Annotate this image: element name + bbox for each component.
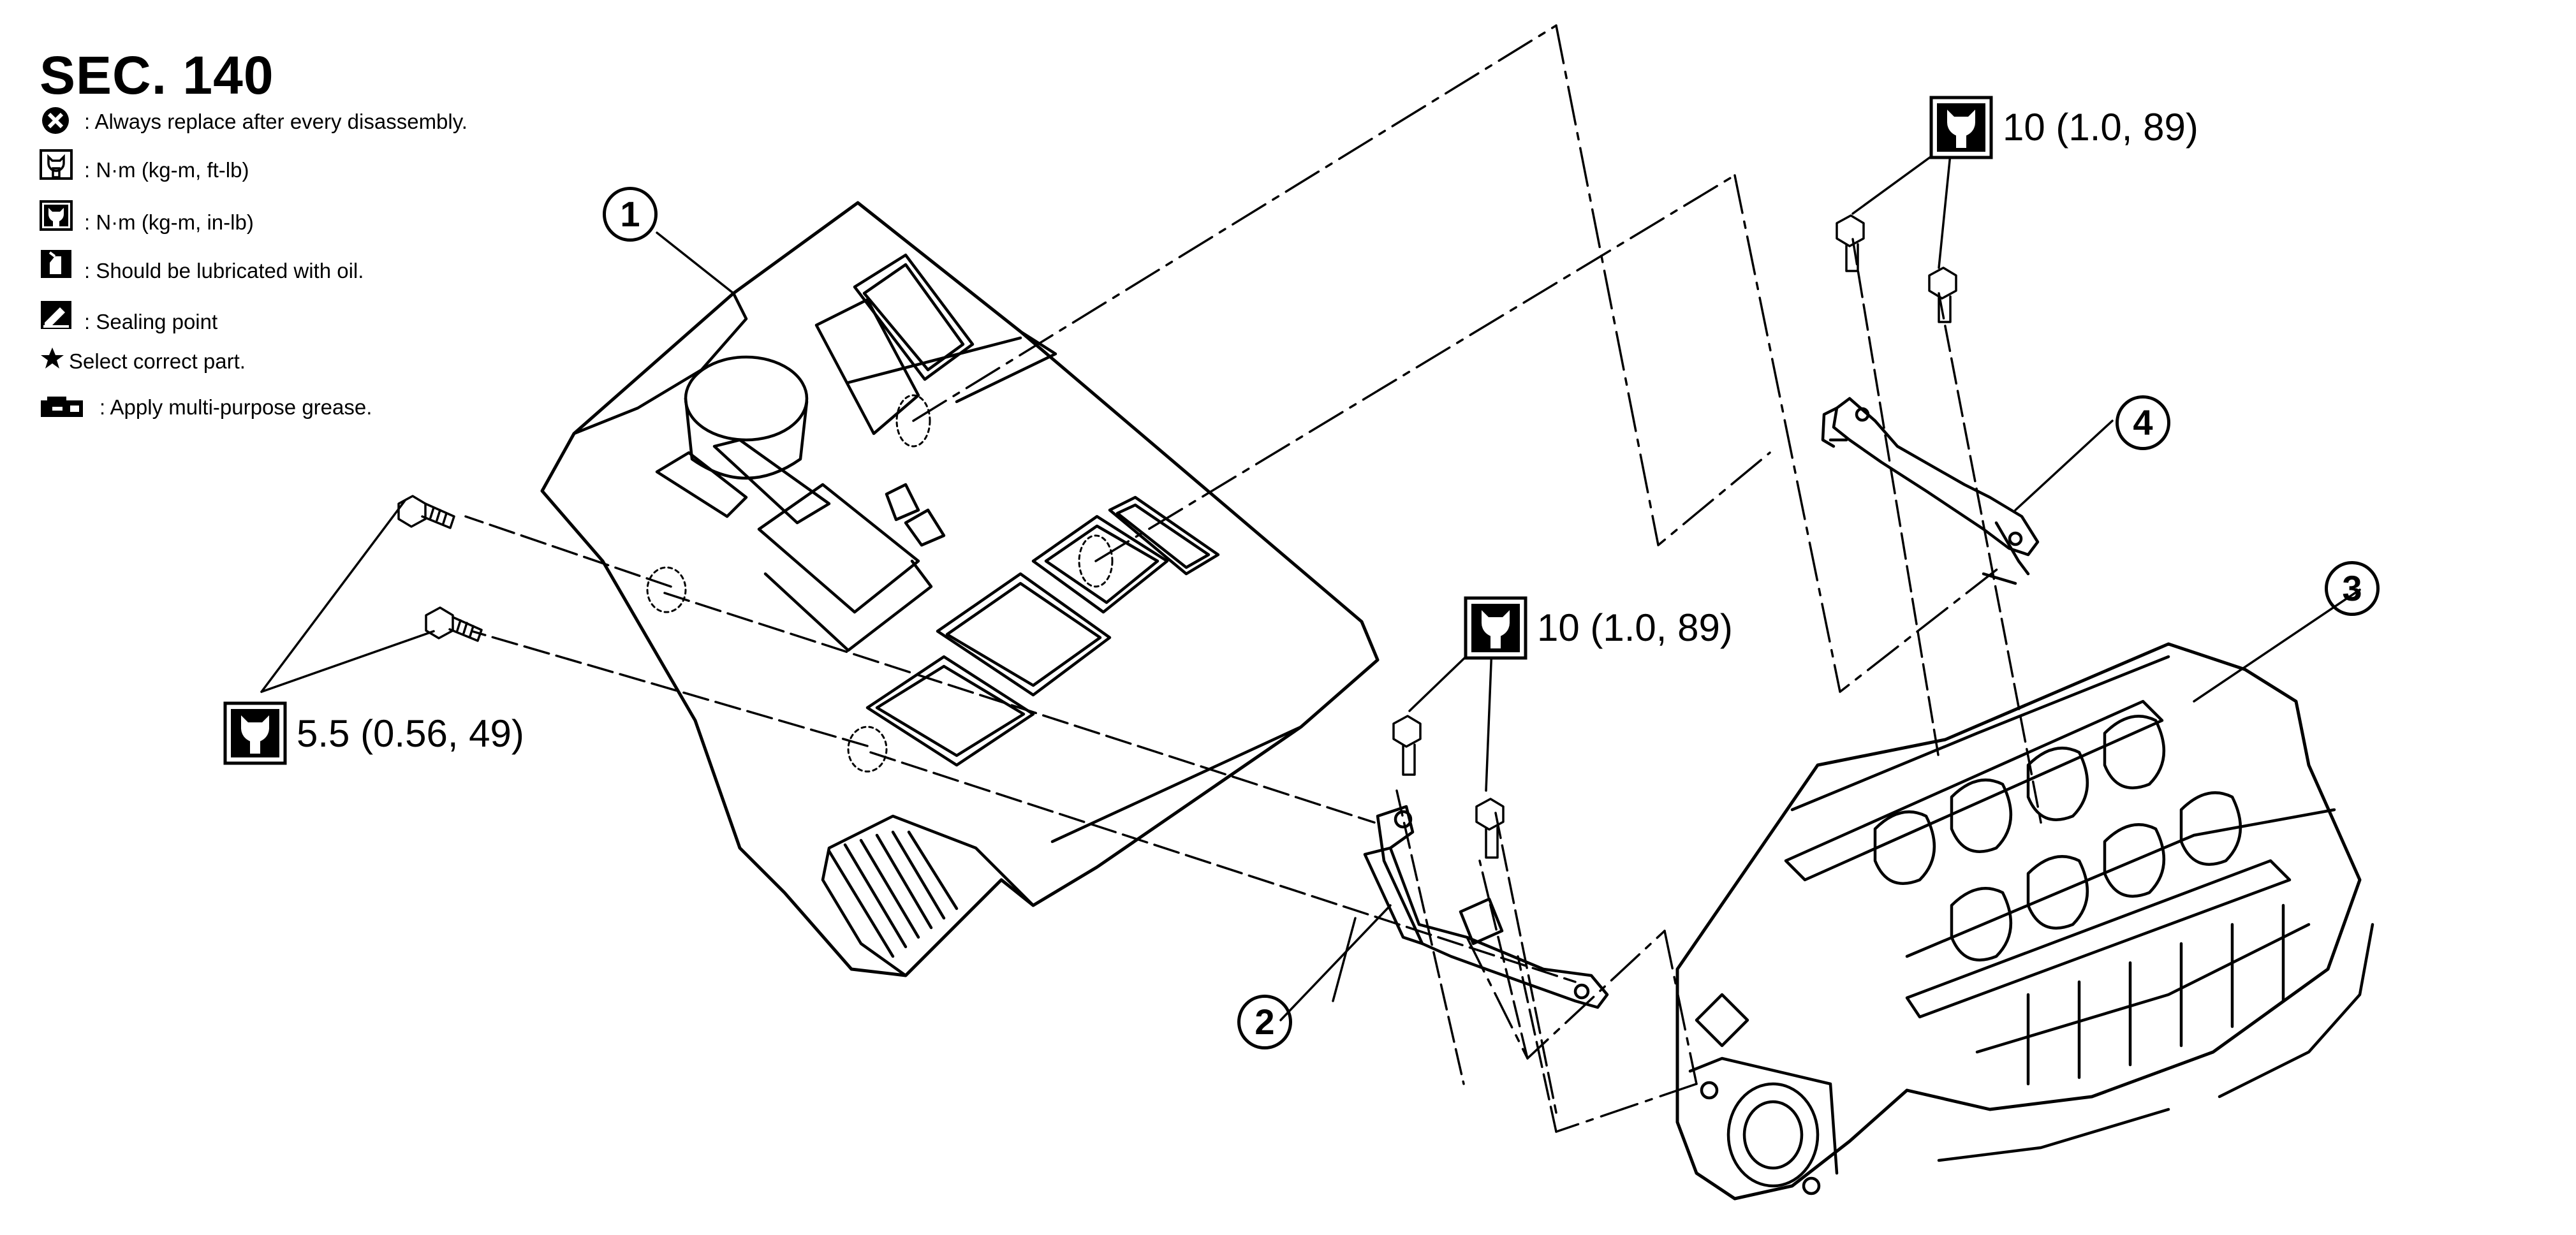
- legend-text: Select correct part.: [69, 349, 246, 373]
- callout-1: 1: [603, 187, 658, 242]
- torque-spec-top-right: 10 (1.0, 89): [2003, 106, 2198, 149]
- callout-3: 3: [2325, 561, 2380, 616]
- engine-cover: [540, 201, 1380, 977]
- callout-2: 2: [1237, 995, 1292, 1049]
- bracket-part-2: [1363, 805, 1609, 1009]
- grease-icon: [41, 397, 83, 417]
- bolt-icon: [1836, 214, 1865, 272]
- legend-text: : Always replace after every disassembly…: [84, 110, 467, 133]
- star-icon: [41, 347, 64, 369]
- section-title: SEC. 140: [40, 45, 274, 105]
- torque-wrench-filled-icon: [1929, 96, 1993, 159]
- bracket-part-4: [1821, 397, 2040, 585]
- torque-spec-left: 5.5 (0.56, 49): [297, 712, 524, 755]
- bolt-icon: [397, 495, 455, 529]
- bolt-icon: [1392, 715, 1422, 776]
- legend-text: : Should be lubricated with oil.: [84, 259, 364, 282]
- legend-text: : Sealing point: [84, 310, 218, 333]
- bolt-icon: [1475, 798, 1505, 859]
- torque-wrench-filled-icon: [223, 701, 287, 765]
- legend-text: : N·m (kg-m, ft-lb): [84, 158, 249, 182]
- callout-4: 4: [2116, 395, 2170, 450]
- torque-wrench-filled-icon: [40, 200, 73, 231]
- legend-text: : Apply multi-purpose grease.: [99, 395, 372, 419]
- oil-can-icon: [41, 250, 71, 278]
- v8-badge: [885, 483, 946, 547]
- sealant-icon: [41, 301, 71, 329]
- bolt-icon: [1928, 267, 1957, 323]
- bolts: [397, 214, 1957, 859]
- bolt-icon: [425, 606, 483, 642]
- torque-wrench-filled-icon: [1464, 596, 1527, 660]
- replace-x-icon: [42, 107, 69, 134]
- torque-wrench-outline-icon: [40, 149, 73, 180]
- torque-spec-middle: 10 (1.0, 89): [1537, 606, 1733, 649]
- legend-text: : N·m (kg-m, in-lb): [84, 210, 254, 234]
- intake-manifold: [1675, 642, 2374, 1201]
